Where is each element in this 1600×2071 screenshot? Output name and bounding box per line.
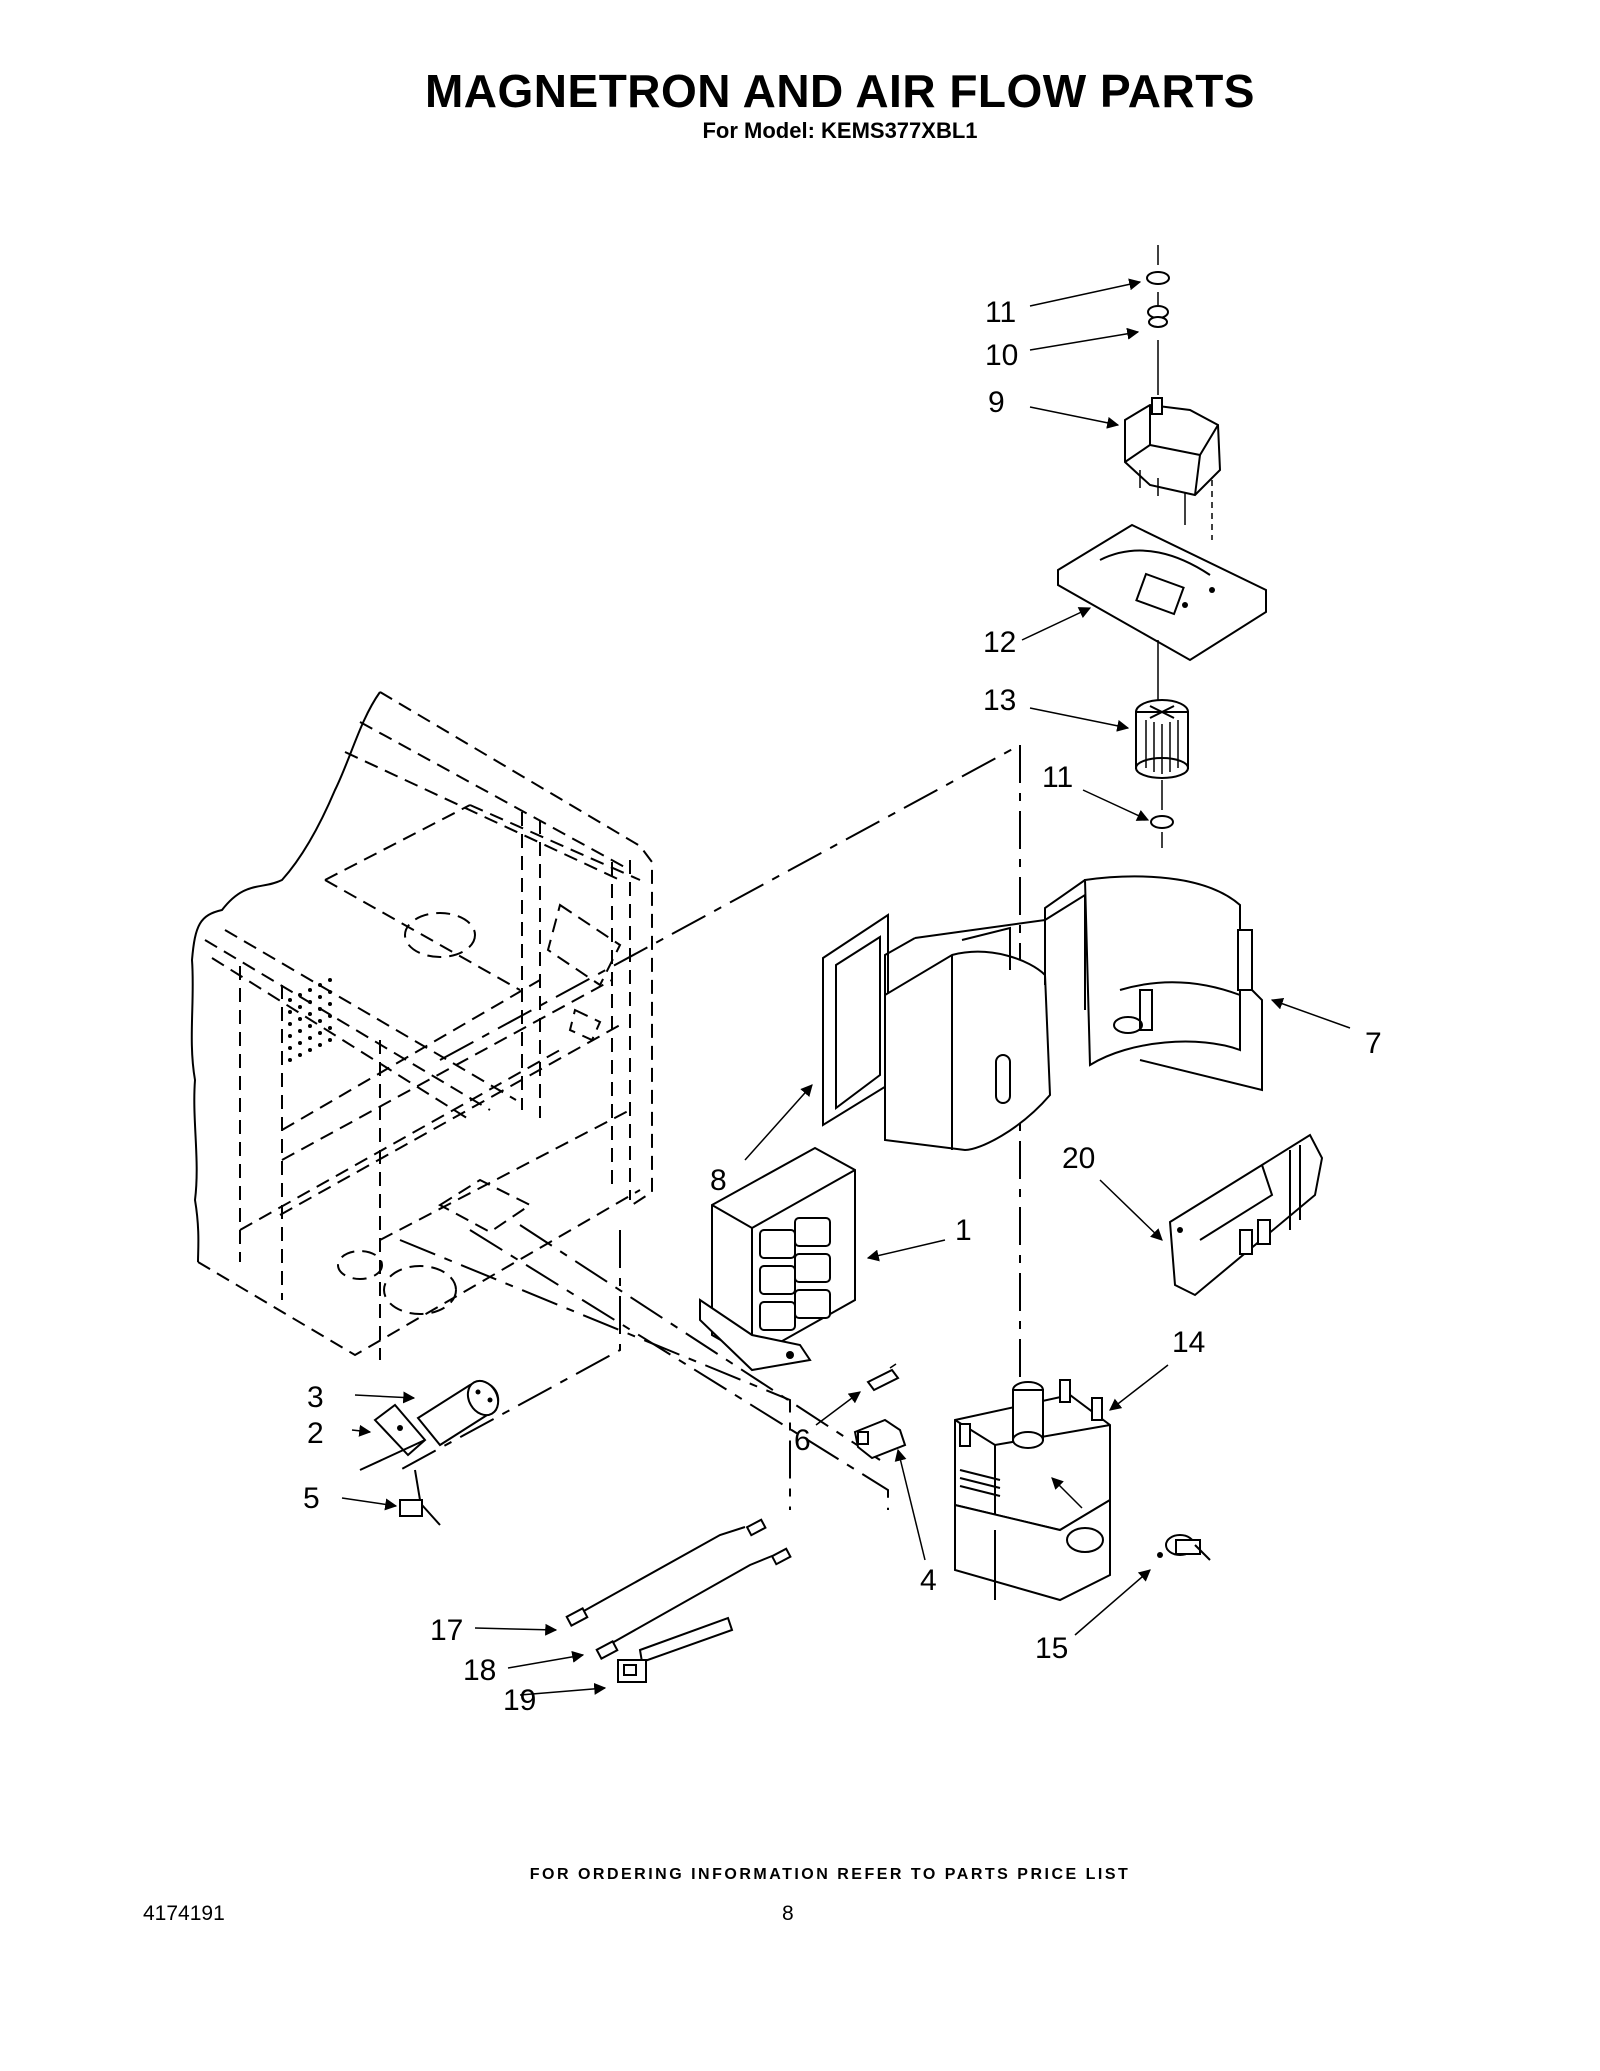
part-14-magnetron: [954, 1379, 1111, 1602]
page-title: MAGNETRON AND AIR FLOW PARTS: [424, 65, 1255, 117]
callout-12: 12: [983, 626, 1016, 659]
callout-19: 19: [503, 1684, 536, 1717]
callout-7: 7: [1365, 1027, 1382, 1060]
part-13-blower-wheel: [1135, 699, 1189, 810]
part-18-wire-harness: [595, 1547, 792, 1660]
callout-2: 2: [307, 1417, 324, 1450]
part-8-duct-gasket: [822, 913, 889, 1127]
callout-9: 9: [988, 386, 1005, 419]
air-duct-assembly: [884, 893, 1086, 1152]
part-20-duct-bracket: [1168, 1133, 1324, 1297]
callout-18: 18: [463, 1654, 496, 1687]
callout-10: 10: [985, 339, 1018, 372]
callout-3: 3: [307, 1381, 324, 1414]
callout-1: 1: [955, 1214, 972, 1247]
part-4-fuse-holder: [853, 1418, 907, 1460]
part-12-mounting-plate: [1057, 523, 1267, 700]
part-19-cable-tie: [617, 1616, 734, 1683]
callout-11-top: 11: [985, 296, 1016, 329]
callout-6: 6: [794, 1424, 811, 1457]
callout-15: 15: [1035, 1632, 1068, 1665]
part-5-hv-diode: [399, 1469, 441, 1526]
part-6-fuse: [866, 1363, 900, 1392]
part-11-mid-clip: [1150, 815, 1174, 848]
callout-5: 5: [303, 1482, 320, 1515]
part-1-high-voltage-transformer: [699, 1146, 856, 1372]
callout-20: 20: [1062, 1142, 1095, 1175]
callout-8: 8: [710, 1164, 727, 1197]
part-15-thermal-cutout: [1157, 1534, 1211, 1561]
part-2-capacitor-bracket: [359, 1403, 427, 1471]
document-number: 4174191: [143, 1902, 225, 1925]
part-10-coupler: [1147, 305, 1169, 395]
part-3-capacitor: [416, 1379, 500, 1447]
ordering-note: FOR ORDERING INFORMATION REFER TO PARTS …: [529, 1866, 1131, 1883]
part-7-blower-housing: [1044, 875, 1263, 1092]
callout-13: 13: [983, 684, 1016, 717]
part-17-wire-harness: [565, 1518, 767, 1627]
part-9-stirrer-motor: [1124, 397, 1222, 540]
callout-11-mid: 11: [1042, 761, 1073, 794]
part-11-top-clip: [1146, 245, 1170, 305]
callout-14: 14: [1172, 1326, 1205, 1359]
model-subtitle: For Model: KEMS377XBL1: [702, 118, 978, 143]
callout-4: 4: [920, 1564, 937, 1597]
callout-17: 17: [430, 1614, 463, 1647]
cabinet-outline: [190, 691, 653, 1360]
page-number: 8: [782, 1902, 794, 1925]
